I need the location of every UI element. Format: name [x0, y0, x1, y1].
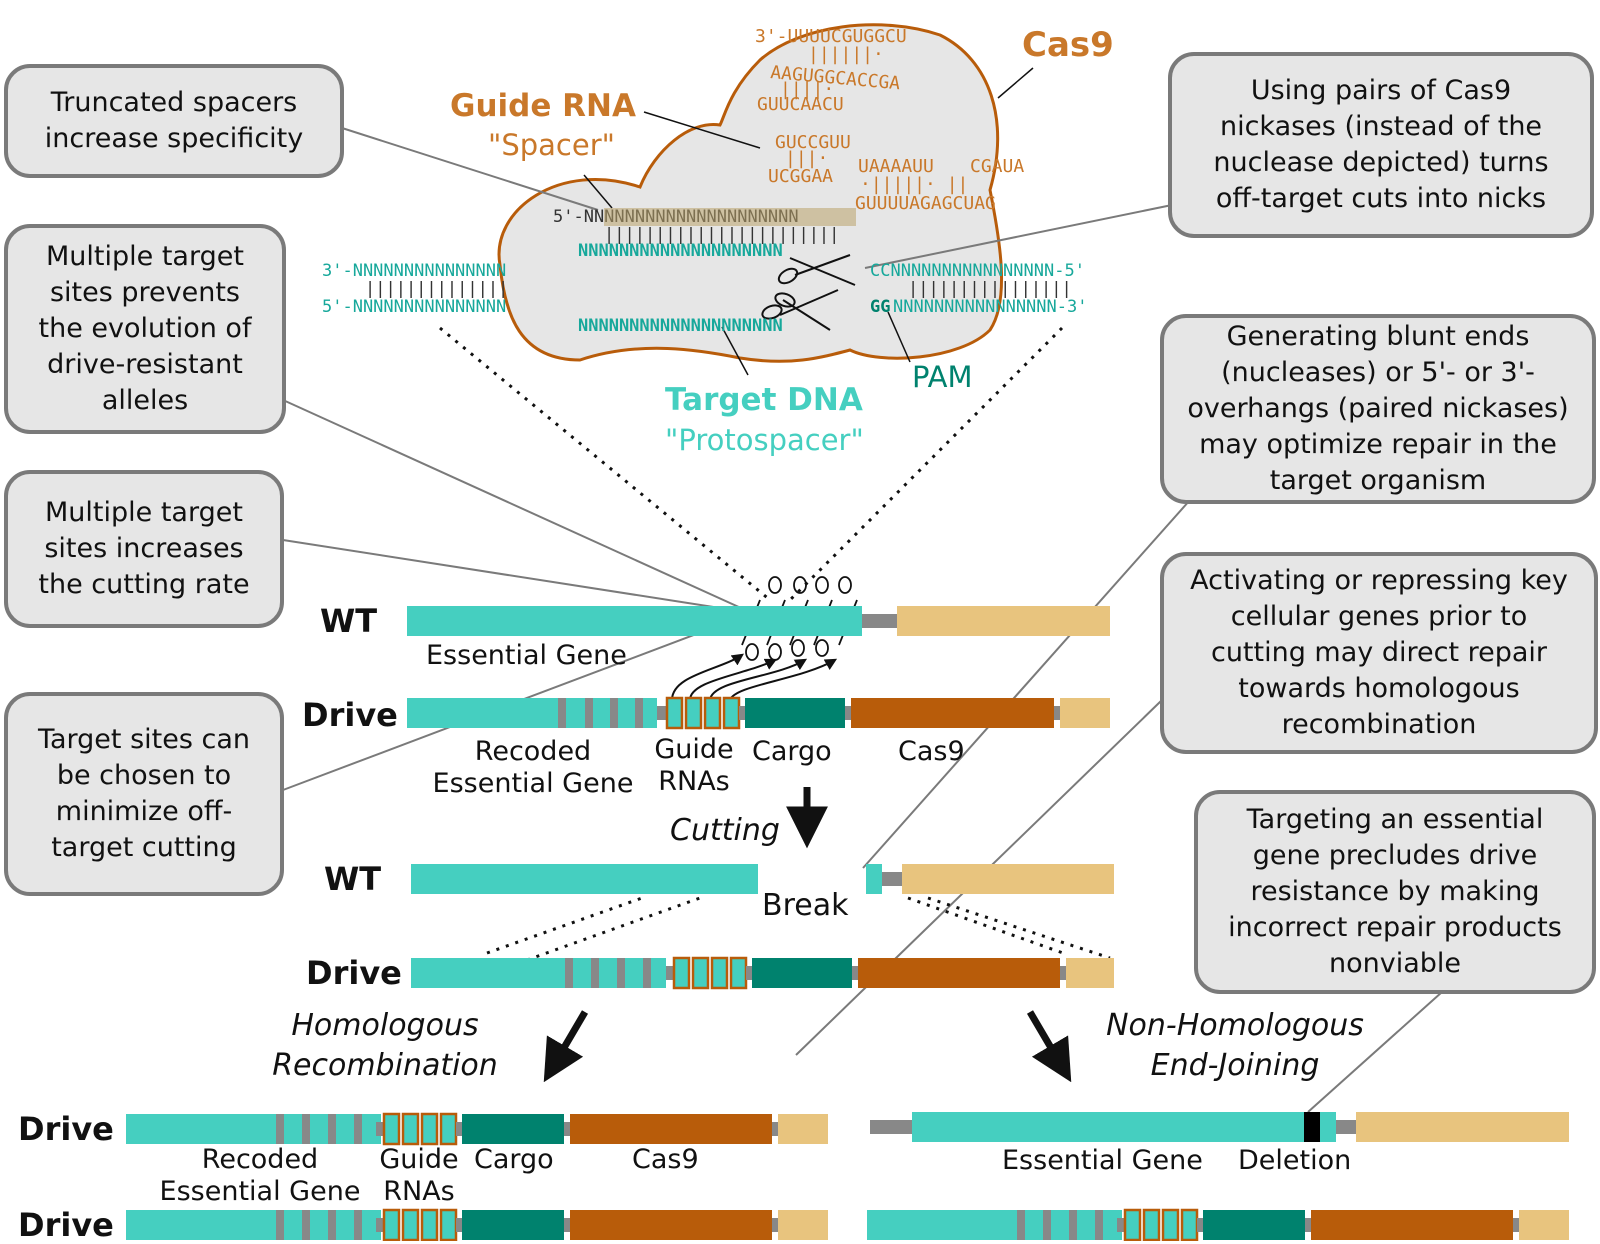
label-essential-gene-2: Essential Gene: [1002, 1145, 1203, 1176]
callout-activating-repressing: Activating or repressing key cellular ge…: [1160, 552, 1598, 754]
drive-row-1: [407, 696, 1110, 730]
label-essential-gene: Essential Gene: [426, 640, 627, 671]
cloud-leaders: [583, 67, 1034, 376]
grna-seq-low2: UAAAAUU: [858, 156, 934, 177]
label-cargo: Cargo: [752, 736, 832, 767]
label-recoded-essential-gene-2: Recoded Essential Gene: [159, 1144, 361, 1207]
target-top-right: CCNNNNNNNNNNNNNNNN-5': [870, 261, 1085, 281]
label-guide-rnas-2: Guide RNAs: [379, 1144, 459, 1207]
protospacer-label: "Protospacer": [665, 423, 864, 457]
grna-seq-loop2: GUUCAACU: [757, 94, 844, 115]
row-label-drive-4: Drive: [18, 1206, 114, 1244]
label-cas9-2: Cas9: [632, 1144, 699, 1175]
spacer-pairing-bars: |||||||||||||||||||||||: [604, 225, 839, 245]
drive-row-4-right: [867, 1208, 1569, 1241]
step-homologous-recombination: Homologous Recombination: [272, 1008, 498, 1083]
row-label-drive-2: Drive: [306, 954, 402, 992]
label-guide-rnas: Guide RNAs: [654, 734, 734, 797]
row-label-drive-1: Drive: [302, 696, 398, 734]
dna-bars-left: ||||||||||||||: [365, 279, 508, 299]
target-bot-mid: NNNNNNNNNNNNNNNNNNNN: [578, 316, 783, 336]
target-dna-label: Target DNA: [665, 382, 863, 418]
grna-stem4-bars: ·|||||· ||: [860, 174, 968, 195]
cas9-sequences: 3'-UUUUCGUGGCU ||||||· AAGUGGCACCGA GUUC…: [322, 26, 1087, 336]
label-cas9: Cas9: [898, 736, 965, 767]
grna-seq-low3: CGAUA: [970, 156, 1024, 177]
grna-seq-mid: GUCCGUU: [775, 132, 851, 153]
drive-row-3: [126, 1112, 828, 1146]
target-top-left: 3'-NNNNNNNNNNNNNNN: [322, 261, 506, 281]
step-nhej: Non-Homologous End-Joining: [1106, 1008, 1364, 1083]
drive-row-2: [411, 956, 1114, 990]
label-deletion: Deletion: [1238, 1145, 1352, 1176]
wt-row-2: [411, 864, 1114, 894]
callout-truncated-spacers: Truncated spacers increase specificity: [4, 64, 344, 178]
grna-stem2-bars: ||||·: [780, 79, 834, 100]
spacer-highlight: [604, 208, 856, 226]
target-top-mid: NNNNNNNNNNNNNNNNNNNN: [578, 241, 783, 261]
spacer-label: "Spacer": [488, 128, 615, 162]
dna-bars-right: ||||||||||||||||: [908, 279, 1072, 299]
callout-multiple-sites-rate: Multiple target sites increases the cutt…: [4, 470, 284, 628]
callout-off-target: Target sites can be chosen to minimize o…: [4, 692, 284, 896]
guide-arrows: [671, 653, 838, 701]
label-cargo-2: Cargo: [474, 1144, 554, 1175]
row-label-wt-1: WT: [320, 602, 378, 640]
callout-multiple-sites-resistance: Multiple target sites prevents the evolu…: [4, 224, 286, 434]
row-label-drive-3: Drive: [18, 1110, 114, 1148]
target-bot-left: 5'-NNNNNNNNNNNNNNN: [322, 297, 506, 317]
process-arrows: [543, 787, 1072, 1083]
step-cutting: Cutting: [670, 813, 780, 848]
guide-rna-label: Guide RNA: [450, 88, 636, 124]
zoom-lines: [439, 326, 1111, 962]
label-break: Break: [762, 888, 849, 923]
callout-nickases: Using pairs of Cas9 nickases (instead of…: [1168, 52, 1594, 238]
drive-row-4-left: [126, 1208, 828, 1241]
grna-stem3-bars: |||·: [785, 148, 828, 169]
callout-blunt-ends: Generating blunt ends (nucleases) or 5'-…: [1160, 314, 1596, 504]
target-bot-right: NNNNNNNNNNNNNNNN-3': [893, 297, 1087, 317]
nhej-row: [870, 1112, 1569, 1142]
grna-seq-bottom: GUUUUAGAGCUAG: [855, 193, 996, 214]
label-recoded-essential-gene: Recoded Essential Gene: [432, 736, 634, 799]
callout-essential-gene: Targeting an essential gene precludes dr…: [1194, 790, 1596, 994]
grna-seq-low: UCGGAA: [768, 166, 833, 187]
scissors-icon: [761, 254, 856, 331]
cas9-labels: Cas9 Guide RNA "Spacer" Target DNA "Prot…: [450, 25, 1114, 457]
target-bot-pam: GG: [870, 297, 890, 317]
pam-label: PAM: [912, 360, 973, 394]
cas9-label: Cas9: [1022, 25, 1114, 65]
grna-stem1-bars: ||||||·: [808, 44, 884, 65]
grna-seq-top: 3'-UUUUCGUGGCU: [755, 26, 907, 47]
wt-row-1: [407, 606, 1110, 636]
row-label-wt-2: WT: [324, 860, 382, 898]
cas9-cloud: [497, 23, 1003, 363]
